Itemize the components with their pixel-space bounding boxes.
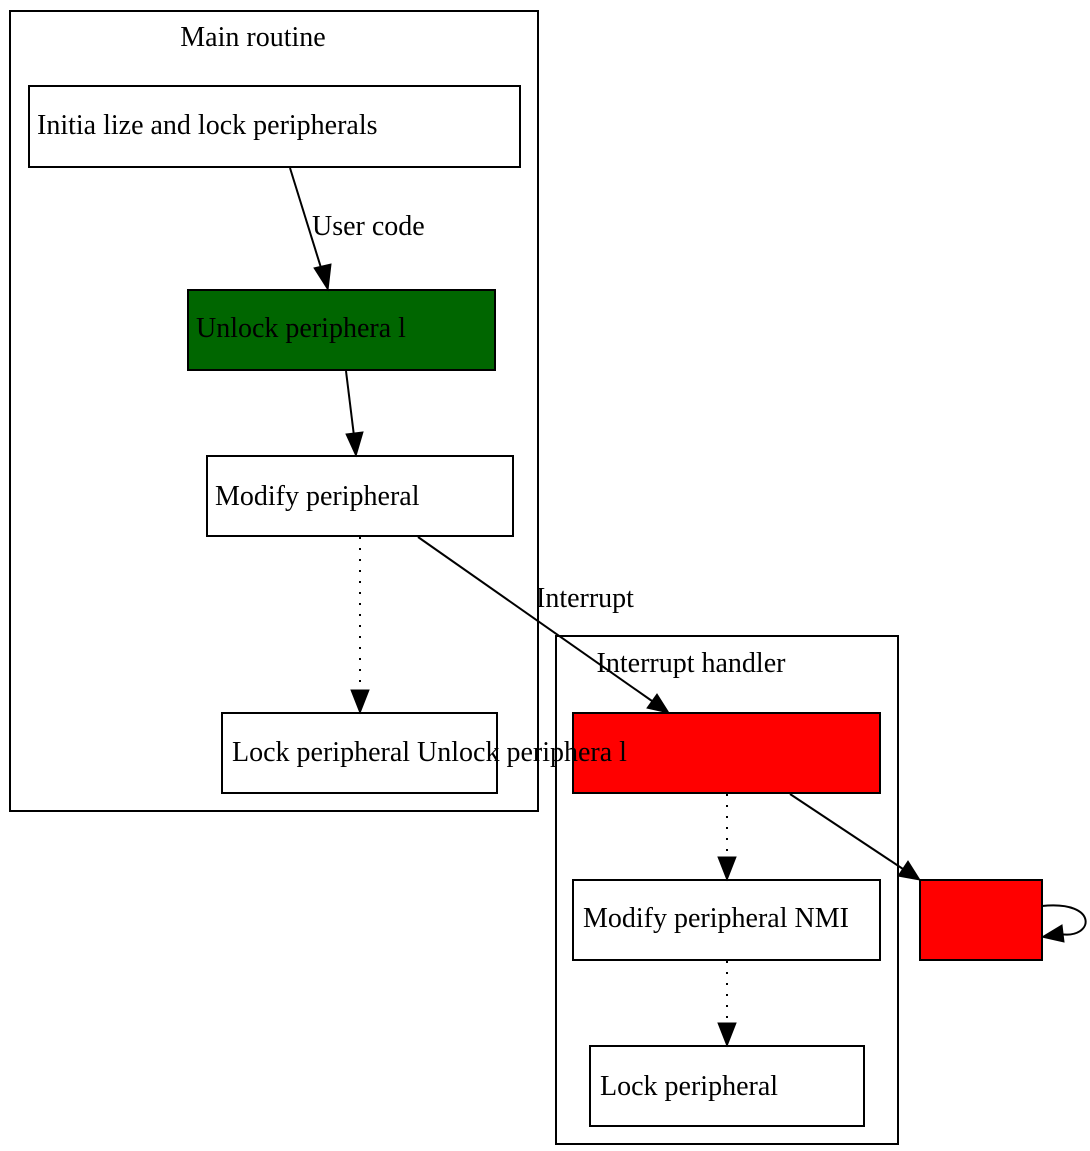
edge-unlock-to-modify-handler-arrowhead (717, 856, 737, 882)
node-nmi (919, 879, 1043, 961)
edge-interrupt-arrowhead (646, 693, 671, 714)
node-unlock-handler-box (572, 712, 881, 794)
edge-user-code-label: User code (312, 211, 425, 242)
edge-init-to-unlock-line (289, 167, 323, 272)
edge-unlock-to-nmi (789, 793, 922, 881)
edge-unlock-to-nmi-line (789, 793, 904, 870)
node-lock-handler: Lock peripheral (589, 1045, 865, 1127)
node-initialize-box (28, 85, 521, 168)
cluster-interrupt-handler-label: Interrupt handler (597, 648, 787, 679)
cluster-main-routine: Main routine (9, 10, 539, 812)
node-unlock-main-label: Unlock periphera l (196, 313, 406, 344)
node-lock-main-box (221, 712, 498, 794)
node-lock-main: Lock peripheral Unlock periphera l (221, 712, 627, 794)
cluster-main-routine-label: Main routine (180, 22, 325, 53)
edge-nmi-self-loop-arrowhead (1040, 924, 1065, 943)
node-lock-main-label: Lock peripheral Unlock periphera l (232, 737, 627, 768)
edge-unlock-to-modify-handler (717, 794, 737, 882)
cluster-interrupt-handler: Interrupt handler (555, 635, 899, 1145)
edge-init-to-unlock-arrowhead (313, 263, 332, 292)
edge-interrupt-label: Interrupt (536, 583, 634, 614)
node-modify-main-label: Modify peripheral (215, 481, 420, 512)
edge-unlock-to-modify-arrowhead (345, 431, 364, 458)
cluster-main-routine-border (9, 10, 539, 812)
node-modify-main-box (206, 455, 514, 537)
edge-init-to-unlock: User code (289, 167, 425, 292)
cluster-interrupt-handler-border (555, 635, 899, 1145)
node-lock-handler-label: Lock peripheral (600, 1071, 778, 1102)
edge-modify-to-lock-main (350, 537, 370, 715)
edge-unlock-to-modify (345, 370, 364, 458)
node-initialize-label: Initia lize and lock peripherals (37, 110, 378, 141)
edge-nmi-self-loop (1040, 904, 1087, 943)
edge-nmi-self-loop-path (1041, 904, 1087, 936)
edge-interrupt: Interrupt (417, 536, 671, 714)
node-nmi-box (919, 879, 1043, 961)
edge-modify-to-lock-main-arrowhead (350, 689, 370, 715)
node-modify-handler-label: Modify peripheral NMI (583, 903, 849, 934)
node-modify-handler-box (572, 879, 881, 961)
node-unlock-main: Unlock periphera l (187, 289, 496, 371)
edge-interrupt-line (417, 536, 653, 702)
node-modify-handler: Modify peripheral NMI (572, 879, 881, 961)
node-lock-handler-box (589, 1045, 865, 1127)
node-modify-main: Modify peripheral (206, 455, 514, 537)
edge-unlock-to-modify-line (345, 370, 355, 437)
edge-modify-to-lock-handler-arrowhead (717, 1022, 737, 1048)
node-unlock-handler (572, 712, 881, 794)
node-initialize: Initia lize and lock peripherals (28, 85, 521, 168)
edge-unlock-to-nmi-arrowhead (897, 860, 922, 881)
edge-modify-to-lock-handler (717, 961, 737, 1048)
node-unlock-main-box (187, 289, 496, 371)
